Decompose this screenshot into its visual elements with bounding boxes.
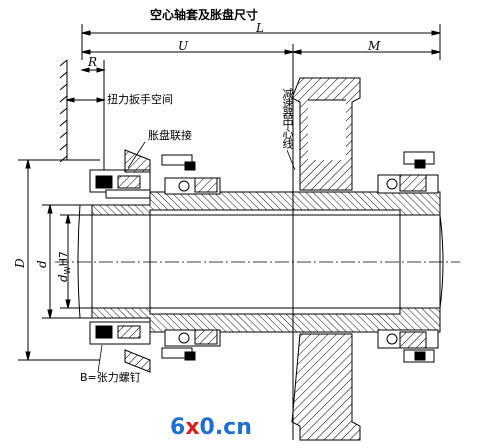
label-U: U xyxy=(178,39,189,53)
label-wrench-space: 扭力扳手空间 xyxy=(107,93,173,106)
bearing-bottom-right xyxy=(377,329,439,363)
watermark-6: 6 xyxy=(170,415,186,440)
label-L: L xyxy=(256,21,264,35)
bearing-top-left xyxy=(161,154,221,195)
wall xyxy=(59,59,106,163)
label-tension-bolt: B=张力螺钉 xyxy=(80,371,141,384)
drawing-title: 空心轴套及胀盘尺寸 xyxy=(150,8,259,22)
label-M: M xyxy=(368,39,381,53)
gear-bottom xyxy=(291,333,361,441)
label-D: D xyxy=(13,258,27,268)
shaft-bore xyxy=(77,204,444,319)
label-reducer-centerline: 减速器中心线 xyxy=(281,88,294,148)
dimension-L xyxy=(81,24,441,60)
shrink-disc-top xyxy=(89,149,151,199)
watermark: 6x0.cn xyxy=(170,415,252,440)
bearing-top-right xyxy=(377,151,439,194)
label-dw-fit: H7 xyxy=(57,251,70,267)
watermark-0: 0 xyxy=(199,415,215,440)
label-dw: d xyxy=(56,274,70,282)
shrink-disc-bottom xyxy=(89,321,151,373)
bearing-bottom-left xyxy=(161,329,221,361)
label-dw-H7: dWH7 xyxy=(56,251,72,282)
gear-top xyxy=(291,77,361,191)
label-R: R xyxy=(88,55,98,69)
watermark-x: x xyxy=(185,415,200,440)
label-dw-sub: W xyxy=(63,266,73,275)
leader-lines xyxy=(97,141,296,373)
dimension-U-M xyxy=(81,44,441,440)
dimension-dw xyxy=(60,214,92,309)
dimension-D xyxy=(18,159,100,361)
dimension-R xyxy=(80,60,106,190)
watermark-cn: .cn xyxy=(214,415,252,440)
label-d: d xyxy=(35,260,49,268)
label-shrink-disc-connect: 胀盘联接 xyxy=(148,129,192,142)
